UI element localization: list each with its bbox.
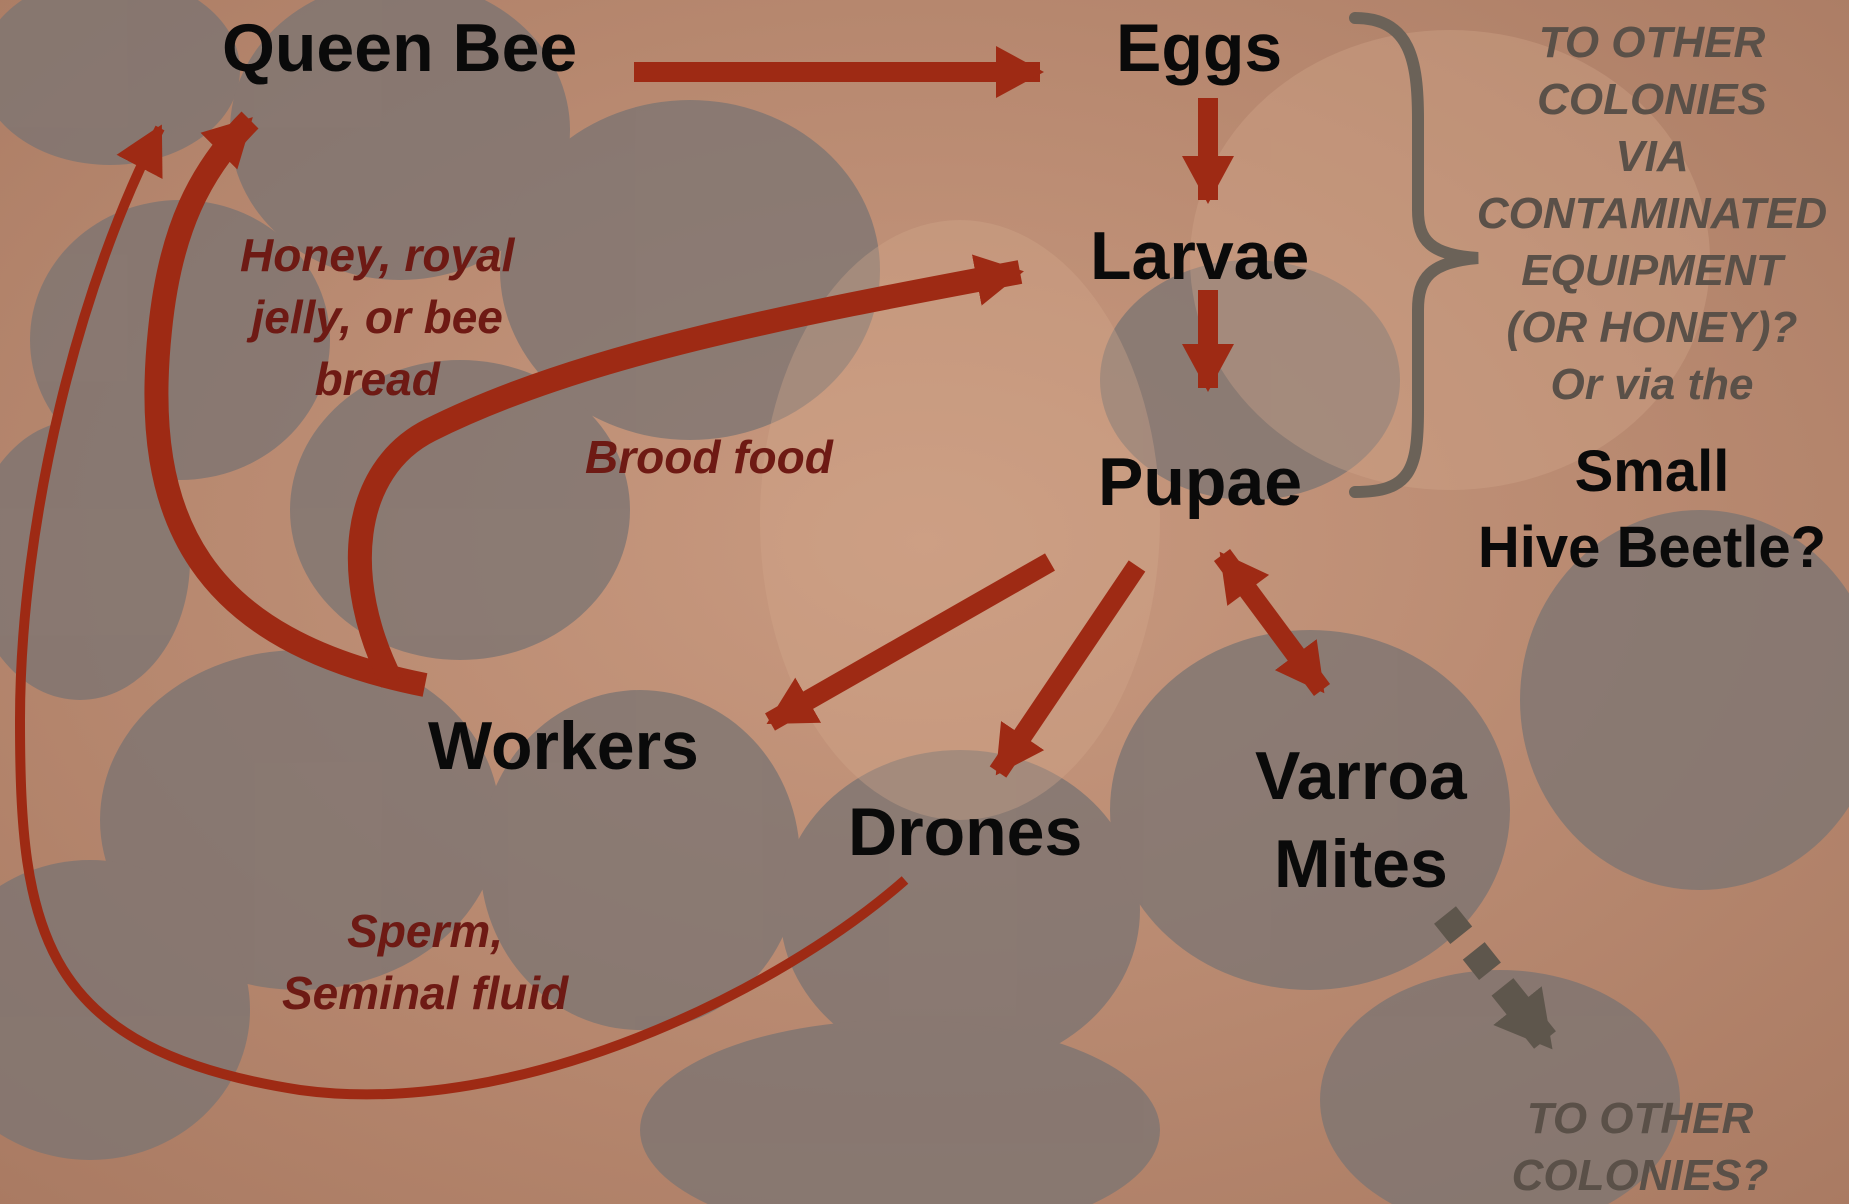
varroa-line-1: Varroa	[1255, 732, 1467, 820]
honey-line-2: jelly, or bee	[240, 286, 514, 348]
varroa-line-2: Mites	[1255, 820, 1467, 908]
mite-note-line-1: TO OTHER	[1440, 1090, 1840, 1147]
note-line-2: COLONIES	[1442, 71, 1849, 128]
node-drones: Drones	[848, 798, 1082, 866]
mite-note-line-2: COLONIES?	[1440, 1147, 1840, 1204]
arrow-varroa-to-colonies	[1445, 915, 1545, 1040]
node-queen-bee: Queen Bee	[222, 14, 577, 82]
note-line-6: (OR HONEY)?	[1442, 299, 1849, 356]
sperm-line-1: Sperm,	[282, 900, 568, 962]
transmission-note: TO OTHER COLONIES VIA CONTAMINATED EQUIP…	[1442, 14, 1849, 413]
note-line-4: CONTAMINATED	[1442, 185, 1849, 242]
mite-colonies-note: TO OTHER COLONIES?	[1440, 1090, 1840, 1204]
arrow-pupae-varroa	[1222, 555, 1322, 690]
note-line-5: EQUIPMENT	[1442, 242, 1849, 299]
arrow-pupae-to-drones	[998, 566, 1137, 772]
node-workers: Workers	[428, 712, 699, 780]
node-pupae: Pupae	[1098, 448, 1302, 516]
sperm-line-2: Seminal fluid	[282, 962, 568, 1024]
beetle-line-2: Hive Beetle?	[1442, 510, 1849, 586]
arrow-pupae-to-workers	[770, 562, 1050, 722]
label-brood-food: Brood food	[585, 426, 833, 488]
label-honey-royal-jelly: Honey, royal jelly, or bee bread	[240, 224, 514, 410]
small-hive-beetle-label: Small Hive Beetle?	[1442, 434, 1849, 586]
note-line-7: Or via the	[1442, 356, 1849, 413]
honey-line-1: Honey, royal	[240, 224, 514, 286]
honey-line-3: bread	[240, 348, 514, 410]
node-varroa-mites: Varroa Mites	[1255, 732, 1467, 908]
node-larvae: Larvae	[1090, 222, 1309, 290]
note-line-3: VIA	[1442, 128, 1849, 185]
node-eggs: Eggs	[1116, 14, 1282, 82]
note-line-1: TO OTHER	[1442, 14, 1849, 71]
beetle-line-1: Small	[1442, 434, 1849, 510]
label-sperm-seminal-fluid: Sperm, Seminal fluid	[282, 900, 568, 1024]
